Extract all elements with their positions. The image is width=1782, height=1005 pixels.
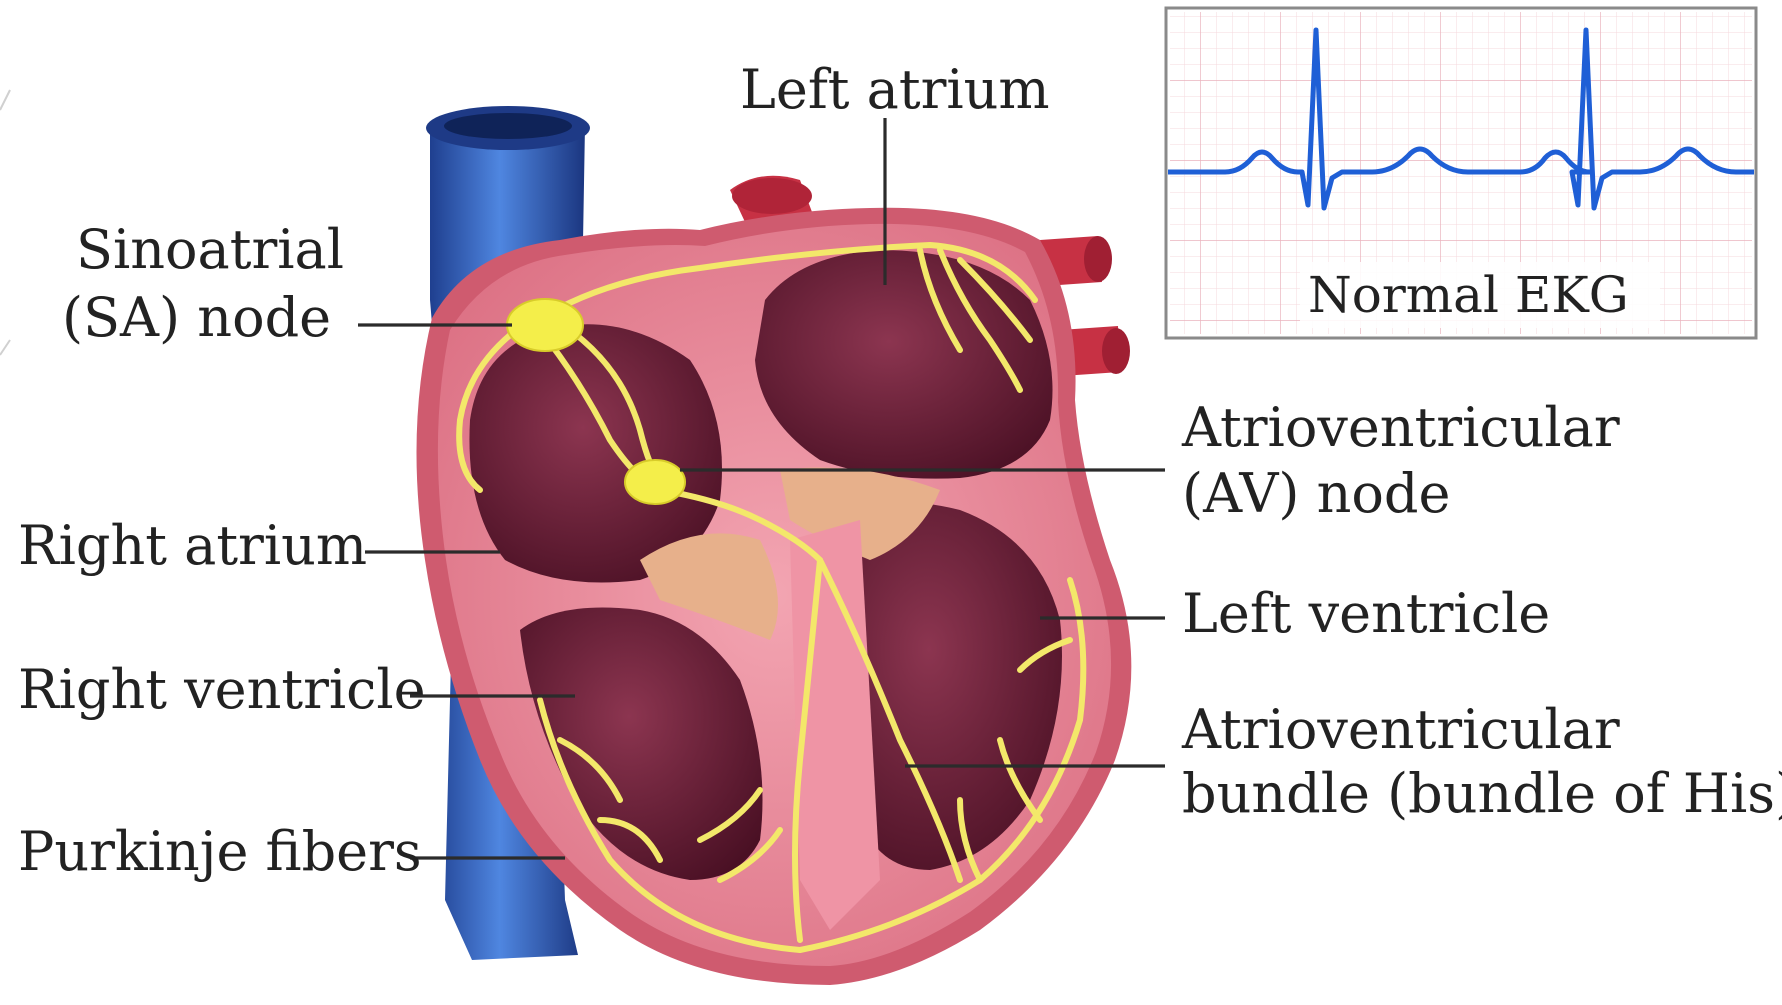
label-av-bundle-line2: bundle (bundle of His) [1182, 762, 1782, 825]
ekg-caption: Normal EKG [1308, 266, 1629, 324]
label-left-atrium: Left atrium [740, 58, 1050, 121]
label-av-node-line2: (AV) node [1182, 462, 1450, 525]
edge-marks [0, 90, 10, 355]
label-av-node-line1: Atrioventricular [1181, 396, 1620, 459]
label-purkinje-fibers: Purkinje fibers [18, 820, 422, 883]
label-av-bundle-line1: Atrioventricular [1181, 698, 1620, 761]
av-node [625, 460, 685, 504]
sa-node [507, 299, 583, 351]
ekg-inset: Normal EKG [1166, 8, 1756, 338]
label-right-ventricle: Right ventricle [18, 658, 426, 721]
heart-illustration [416, 106, 1131, 985]
label-right-atrium: Right atrium [18, 514, 367, 577]
label-sa-node-line1: Sinoatrial [76, 218, 344, 281]
label-left-ventricle: Left ventricle [1182, 582, 1550, 645]
label-sa-node-line2: (SA) node [62, 286, 331, 349]
